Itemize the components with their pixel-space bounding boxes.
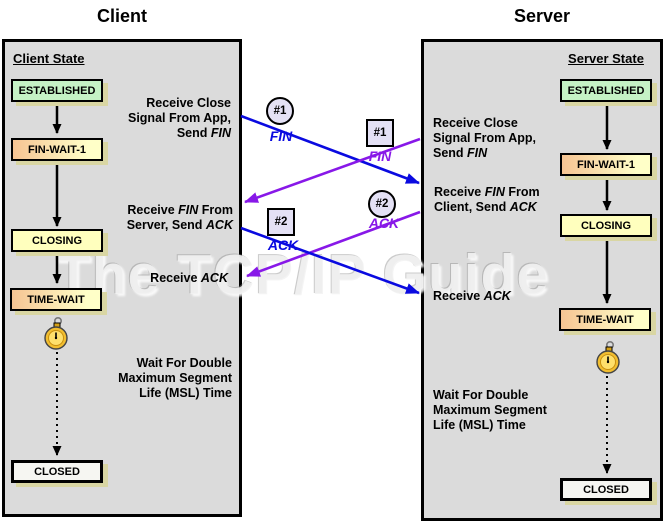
client-state-time-wait: TIME-WAIT	[10, 288, 102, 311]
client-annotation-receive-ack: Receive ACK	[150, 271, 228, 285]
server-fin-label: FIN	[368, 148, 392, 164]
server-state-closing: CLOSING	[560, 214, 652, 237]
server-ack-badge: #2	[368, 190, 396, 218]
client-state-panel	[2, 39, 242, 517]
server-fin-arrow	[244, 137, 421, 204]
server-ack-label: ACK	[368, 215, 400, 231]
server-state-established: ESTABLISHED	[560, 79, 652, 102]
server-fin-badge: #1	[366, 119, 394, 147]
server-state-header: Server State	[568, 51, 644, 66]
client-ack-badge: #2	[267, 208, 295, 236]
client-timer-clock-icon	[44, 316, 68, 350]
server-state-closed: CLOSED	[560, 478, 652, 501]
client-state-closing: CLOSING	[11, 229, 103, 252]
client-column-title: Client	[96, 6, 147, 26]
server-timer-clock-icon	[596, 340, 620, 374]
server-state-time-wait: TIME-WAIT	[559, 308, 651, 331]
server-state-panel	[421, 39, 663, 521]
client-ack-label: ACK	[267, 237, 299, 253]
client-fin-label: FIN	[269, 128, 293, 144]
client-state-closed: CLOSED	[11, 460, 103, 483]
server-column-title: Server	[513, 6, 571, 26]
server-annotation-receive-ack: Receive ACK	[433, 289, 511, 303]
server-state-fin-wait-1: FIN-WAIT-1	[560, 153, 652, 176]
client-state-header: Client State	[13, 51, 85, 66]
client-fin-badge: #1	[266, 97, 294, 125]
client-state-fin-wait-1: FIN-WAIT-1	[11, 138, 103, 161]
client-state-established: ESTABLISHED	[11, 79, 103, 102]
